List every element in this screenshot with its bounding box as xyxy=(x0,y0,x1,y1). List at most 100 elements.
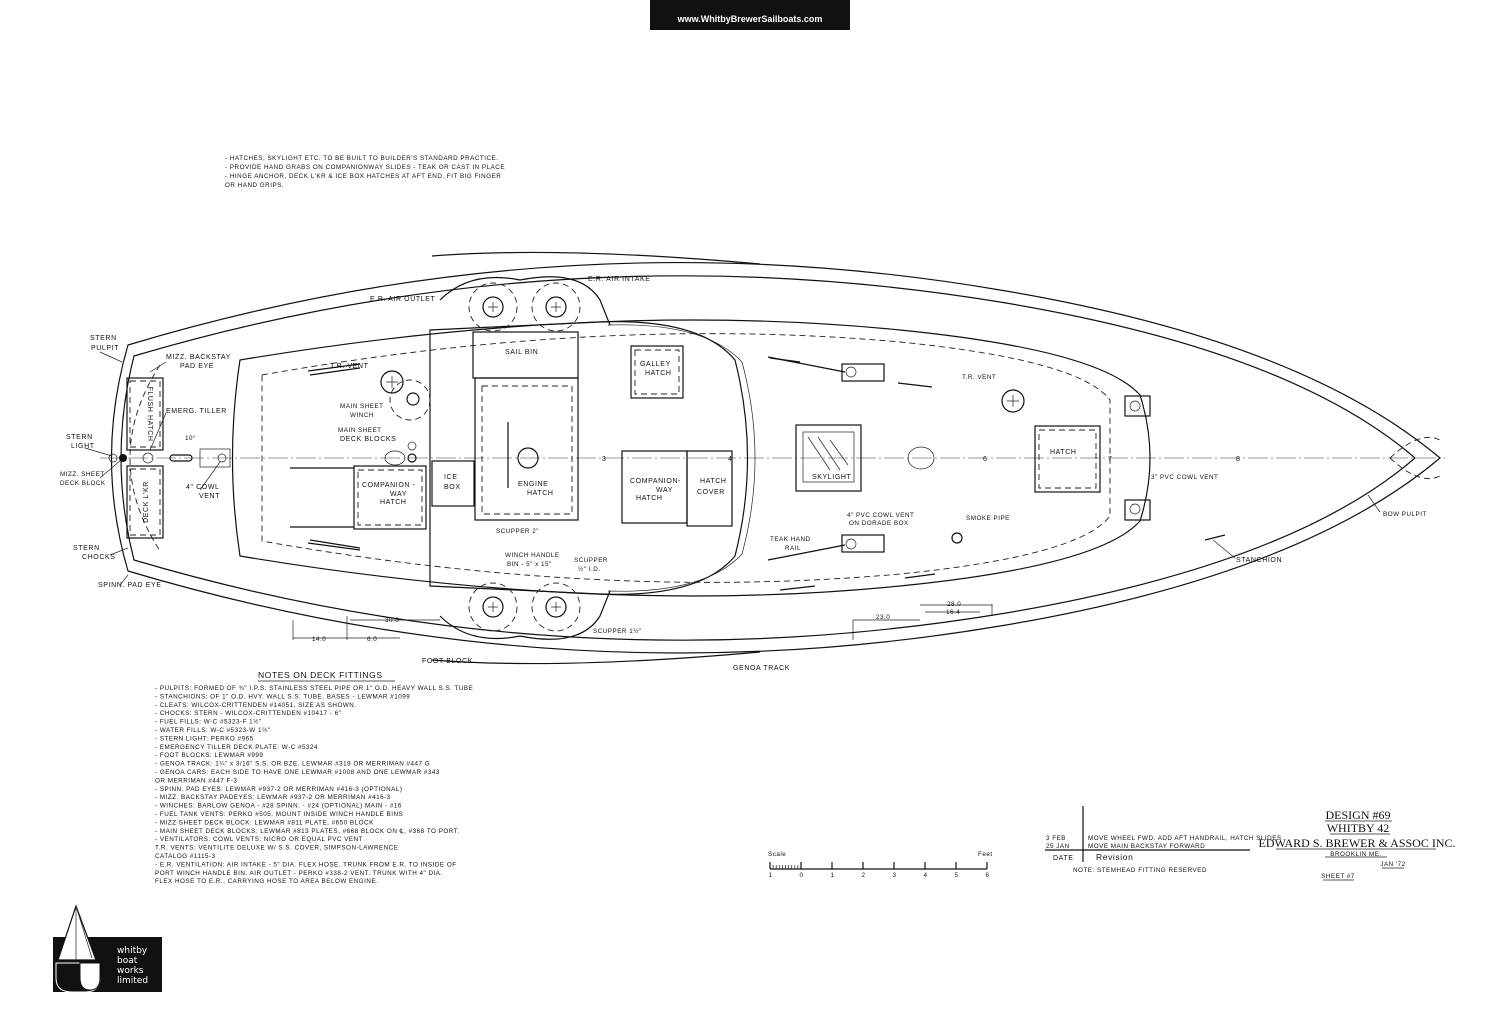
spinn-pad-eye-label: SPINN. PAD EYE xyxy=(98,582,162,589)
cleat-icon xyxy=(169,454,193,462)
deck-fitting-note: - FUEL TANK VENTS: PERKO #505. MOUNT INS… xyxy=(155,811,403,818)
winch-icon xyxy=(482,296,504,318)
flush-hatch[interactable]: FLUSH HATCH xyxy=(126,377,164,451)
logo-text: boat xyxy=(117,956,138,966)
scupper-label: SCUPPER 2" xyxy=(496,528,539,535)
dimension-label: 16.4 xyxy=(946,609,960,616)
forward-hatch[interactable]: HATCH xyxy=(1034,425,1101,493)
deck-fitting-note: - CHOCKS: STERN - WILCOX-CRITTENDEN #104… xyxy=(155,710,341,717)
banner-text[interactable]: www.WhitbyBrewerSailboats.com xyxy=(677,14,823,24)
website-banner[interactable]: www.WhitbyBrewerSailboats.com xyxy=(650,0,850,30)
deck-locker[interactable]: DECK L'KR xyxy=(126,465,164,539)
date-header: DATE xyxy=(1053,855,1074,862)
scupper-label: SCUPPER 1½" xyxy=(593,627,642,635)
scale-tick-label: 2 xyxy=(862,872,866,879)
whitby-logo: whitby boat works limited xyxy=(53,904,162,993)
engine-hatch-label: HATCH xyxy=(527,490,554,497)
stern-light-label: STERN xyxy=(66,434,93,441)
emerg-tiller-label: EMERG. TILLER xyxy=(166,408,227,415)
station-label: 7 xyxy=(1108,456,1113,463)
hatch-label: HATCH xyxy=(1050,449,1077,456)
smoke-pipe-icon xyxy=(951,532,963,544)
mizz-sheet-label: DECK BLOCK xyxy=(60,480,106,487)
sail-bin[interactable]: SAIL BIN xyxy=(472,331,579,379)
label: HATCH xyxy=(700,478,727,485)
deck-fitting-note: - GENOA TRACK: 1¼" x 3/16" S.S. OR BZE. … xyxy=(155,761,430,768)
foot-block-label: FOOT BLOCK xyxy=(422,658,473,665)
cowl-vent-dorade-label: 4" PVC COWL VENT xyxy=(847,512,914,519)
deck-fitting-note: FLEX HOSE TO E.R., CARRYING HOSE TO AREA… xyxy=(155,878,378,885)
dimensions: 30.0 14.0 6.0 23.0 28.0 16.4 xyxy=(292,601,993,643)
scale-tick-label: 3 xyxy=(893,872,897,879)
stern-light-label: LIGHT xyxy=(71,443,95,450)
notes-title: NOTES ON DECK FITTINGS xyxy=(258,670,383,680)
engine-hatch-label: ENGINE xyxy=(518,481,548,488)
ice-box-label: BOX xyxy=(444,484,461,491)
hull-outline xyxy=(100,261,1445,654)
stern-pulpit-label: STERN xyxy=(90,335,117,342)
scale-tick-label: 5 xyxy=(955,872,959,879)
deck-locker-label: DECK L'KR xyxy=(143,481,150,523)
deck-fitting-note: - GENOA CARS: EACH SIDE TO HAVE ONE LEWM… xyxy=(155,769,440,776)
deck-fitting-note: - SPINN. PAD EYES: LEWMAR #937-2 OR MERR… xyxy=(155,786,402,793)
deck-fittings-notes: NOTES ON DECK FITTINGS - PULPITS: FORMED… xyxy=(155,670,473,885)
dimension-label: 30.0 xyxy=(385,617,399,624)
revision-text: MOVE MAIN BACKSTAY FORWARD xyxy=(1088,843,1205,850)
scupper-label: ½" I.D. xyxy=(578,565,601,573)
mizz-sheet-label: MIZZ. SHEET xyxy=(60,471,105,478)
stern-chocks-label: STERN xyxy=(73,545,100,552)
skylight[interactable]: SKYLIGHT xyxy=(795,424,862,492)
deck-hardware xyxy=(307,251,1226,665)
deck-fitting-note: PORT WINCH HANDLE BIN. AIR OUTLET - PERK… xyxy=(155,870,443,877)
revision-note: NOTE: STEMHEAD FITTING RESERVED xyxy=(1073,867,1207,874)
deck-fitting-note: OR MERRIMAN #447 F-3 xyxy=(155,777,237,784)
winch-icon xyxy=(545,296,567,318)
sheet-number: SHEET #7 xyxy=(1321,873,1355,880)
label: HATCH xyxy=(636,495,663,502)
skylight-label: SKYLIGHT xyxy=(812,474,852,481)
logo-text: limited xyxy=(117,976,148,986)
companionway-hatch-fwd[interactable]: COMPANION- WAY HATCH xyxy=(621,450,688,524)
mizz-backstay-label: MIZZ. BACKSTAY xyxy=(166,354,231,361)
galley-hatch[interactable]: GALLEY HATCH xyxy=(630,345,684,399)
stern-light-icon xyxy=(108,453,118,463)
label: WAY xyxy=(656,487,673,494)
companionway-hatch-aft[interactable]: COMPANION - WAY HATCH xyxy=(353,465,427,530)
tr-vent-icon xyxy=(380,370,404,394)
winch-handle-bin-label: WINCH HANDLE xyxy=(505,552,560,559)
deck-fitting-note: CATALOG #1115-3 xyxy=(155,853,216,860)
station-label: 6 xyxy=(983,456,988,463)
station-label: 8 xyxy=(1236,456,1241,463)
label: HATCH xyxy=(380,499,407,506)
main-sheet-blocks-label: DECK BLOCKS xyxy=(340,436,396,443)
design-number: DESIGN #69 xyxy=(1326,808,1391,822)
engine-hatch[interactable]: ENGINE HATCH xyxy=(474,377,579,521)
hatch-cover[interactable]: HATCH COVER xyxy=(686,450,733,527)
tr-vent-label: T.R. VENT xyxy=(962,374,996,381)
stanchion-label: STANCHION xyxy=(1236,557,1282,564)
scale-tick-label: 1 xyxy=(769,872,773,879)
winches xyxy=(380,282,1025,632)
flush-hatch-label: FLUSH HATCH xyxy=(146,386,153,441)
cowl-vent-box xyxy=(199,448,231,468)
note-line: - HATCHES, SKYLIGHT ETC. TO BE BUILT TO … xyxy=(225,155,498,162)
dimension-label: 6.0 xyxy=(367,636,377,643)
scale-tick-label: 1 xyxy=(831,872,835,879)
firm-name: EDWARD S. BREWER & ASSOC INC. xyxy=(1258,836,1455,850)
cowl-vent-icon xyxy=(217,453,227,463)
deck-fitting-note: - VENTILATORS: COWL VENTS: NICRO OR EQUA… xyxy=(155,836,363,843)
cowl-vent-label: 4" COWL xyxy=(186,484,220,491)
title-block: DESIGN #69 WHITBY 42 EDWARD S. BREWER & … xyxy=(1258,808,1456,881)
tiller-angle-label: 10° xyxy=(185,434,196,442)
tr-vent-fwd-icon xyxy=(1001,389,1025,413)
stern-pulpit-label: PULPIT xyxy=(91,345,119,352)
cowl-vent-dorade-label: ON DORADE BOX xyxy=(849,520,909,527)
main-sheet-winch-icon xyxy=(406,392,420,406)
stern-chocks-label: CHOCKS xyxy=(82,554,116,561)
logo-text: works xyxy=(117,966,144,976)
ice-box[interactable]: ICE BOX xyxy=(431,460,475,507)
revision-header: Revision xyxy=(1096,852,1133,862)
scale-tick-label: 4 xyxy=(924,872,928,879)
deck-fitting-note: - STERN LIGHT: PERKO #965 xyxy=(155,735,254,742)
model-name: WHITBY 42 xyxy=(1327,821,1390,835)
